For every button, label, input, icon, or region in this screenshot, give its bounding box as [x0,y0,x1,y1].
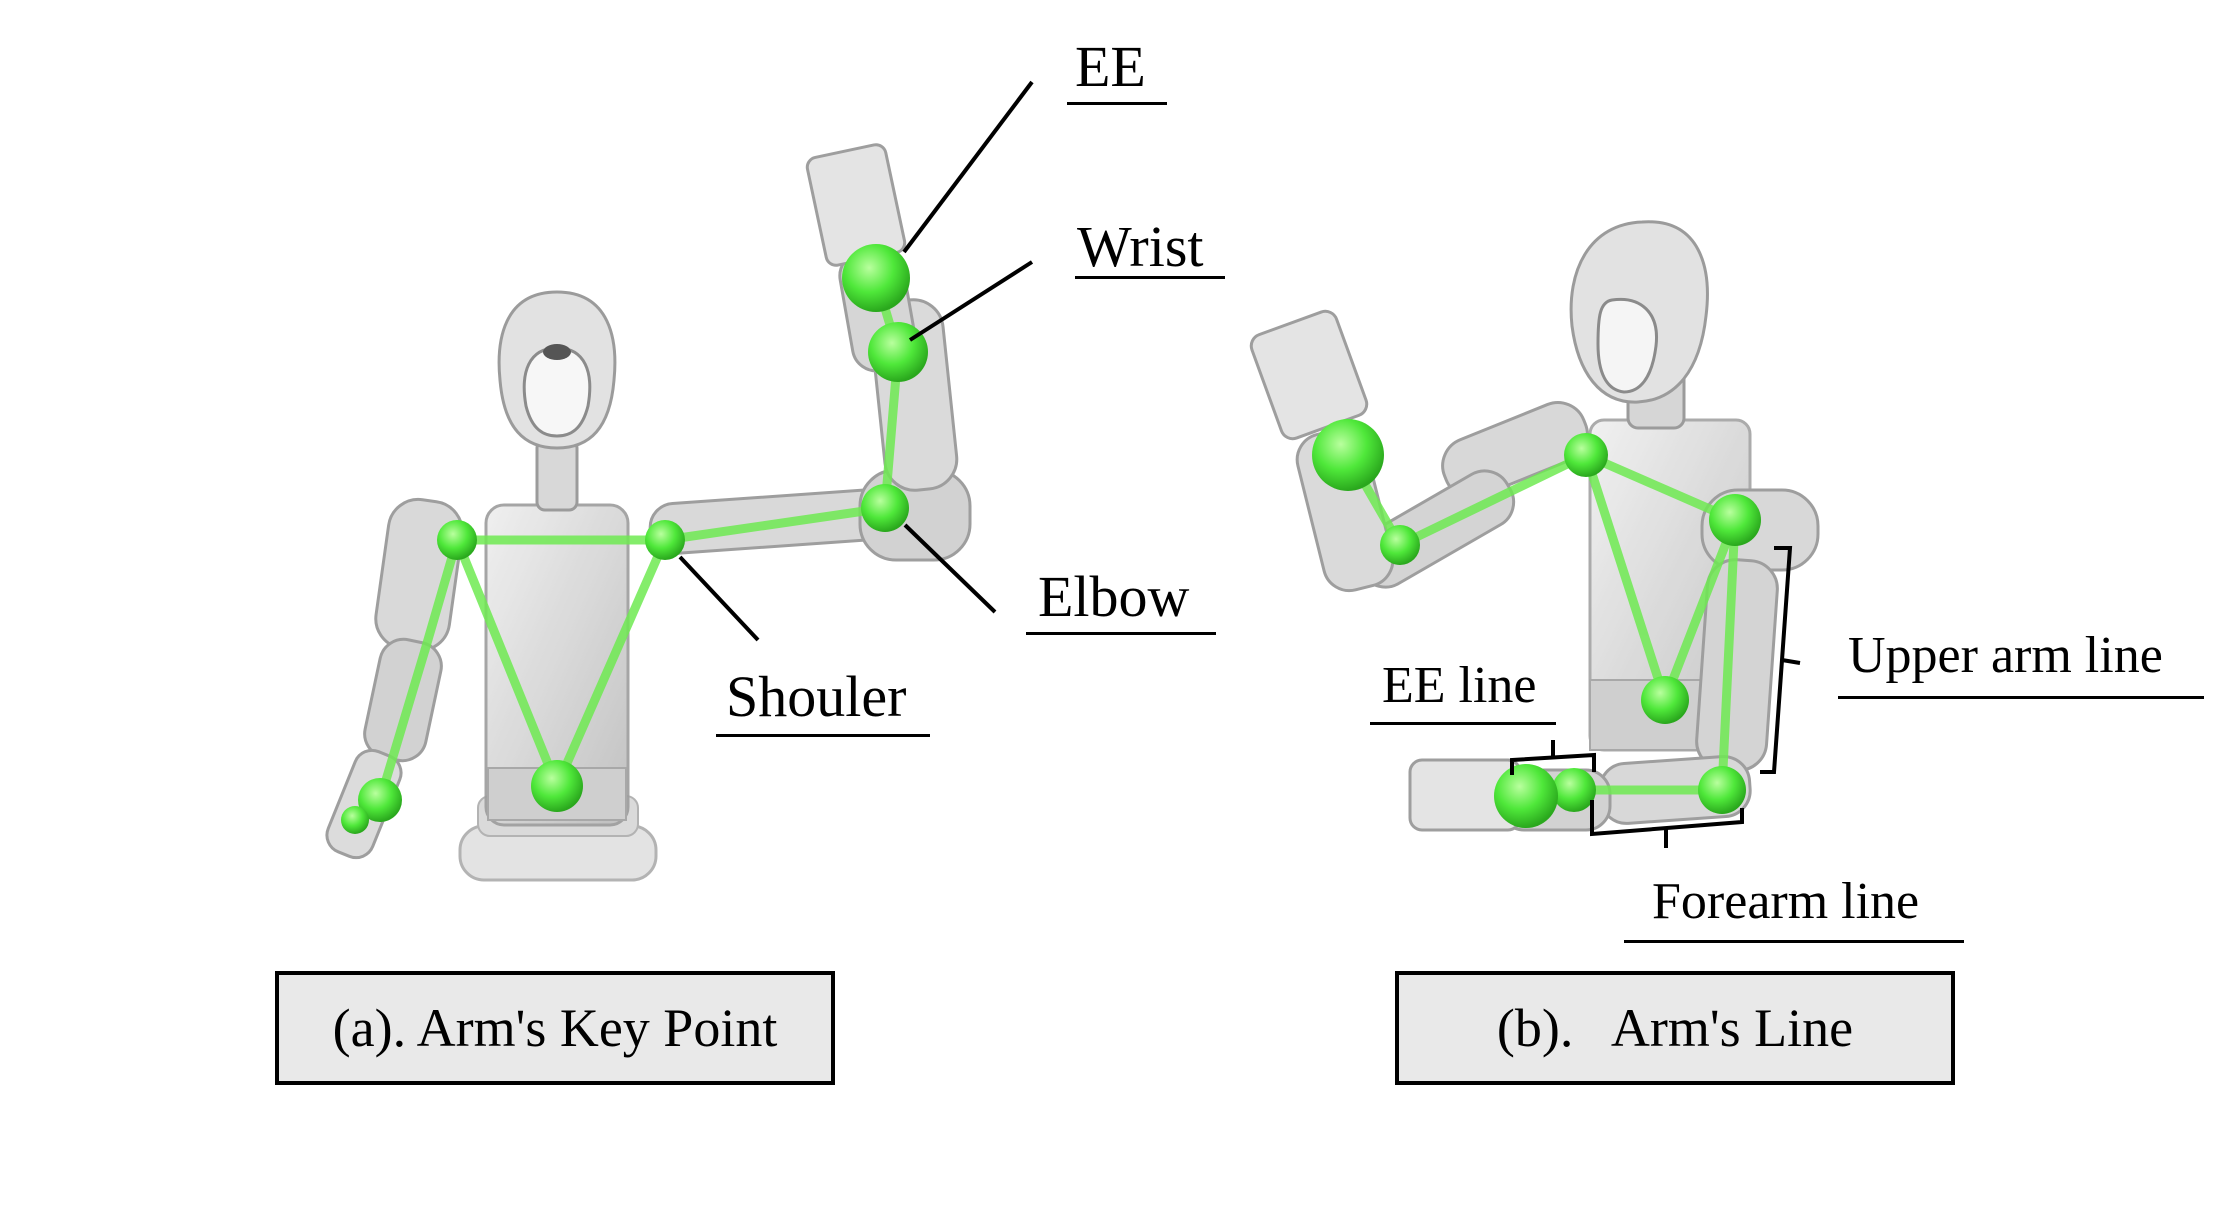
robot-b [1249,220,1820,832]
label-upper-arm-line: Upper arm line [1848,627,2163,684]
caption-a: (a). Arm's Key Point [275,971,835,1085]
label-forearm-line: Forearm line [1652,873,1920,930]
underline-upper-arm-line [1838,696,2204,699]
brackets-b [1510,546,1801,848]
label-shoulder: Shouler [726,664,907,729]
label-ee-line: EE line [1382,657,1537,714]
underline-elbow [1026,632,1216,635]
underline-wrist [1075,276,1225,279]
underline-ee [1067,102,1167,105]
label-ee: EE [1075,34,1146,99]
leader-lines-a [678,80,1034,642]
underline-forearm-line [1624,940,1964,943]
label-wrist: Wrist [1077,214,1204,279]
underline-shoulder [716,734,930,737]
robot-a [325,143,972,882]
caption-b: (b). Arm's Line [1395,971,1955,1085]
label-elbow: Elbow [1038,564,1190,629]
underline-ee-line [1370,722,1556,725]
